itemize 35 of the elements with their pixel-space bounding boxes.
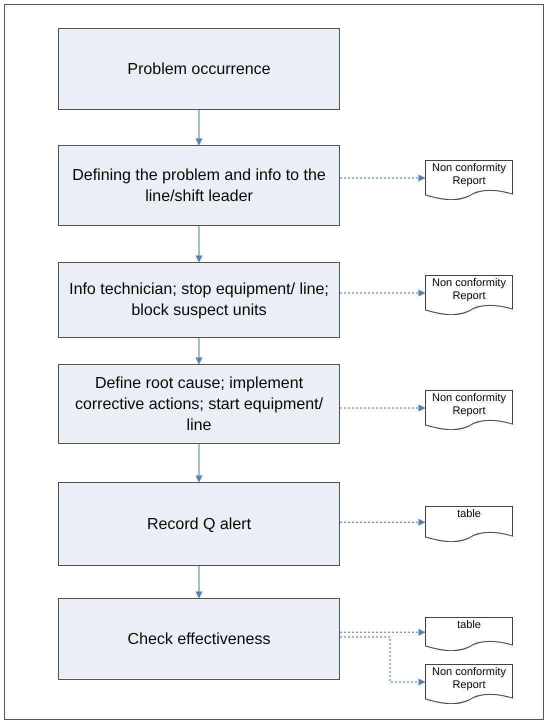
- arrow: [196, 566, 202, 598]
- document-shape: [425, 390, 513, 430]
- step-label: Problem occurrence: [127, 60, 271, 80]
- process-box: [58, 28, 340, 110]
- arrow: [340, 518, 426, 526]
- step-label: Check effectiveness: [128, 630, 270, 650]
- arrow: [340, 628, 426, 636]
- arrow: [340, 174, 426, 182]
- step-label: Record Q alert: [146, 514, 252, 534]
- arrow: [340, 404, 426, 412]
- arrow: [196, 338, 202, 364]
- step-label: Defining the problem and info to the line/shift leader: [71, 166, 327, 206]
- step-label: Define root cause; implement corrective actions; start equipment/ line: [74, 374, 324, 436]
- document-shape: [425, 506, 513, 542]
- arrow: [340, 636, 426, 686]
- arrow: [196, 226, 202, 262]
- arrow: [196, 444, 202, 482]
- document-shape: [425, 160, 513, 200]
- step-label: Info technician; stop equipment/ line; block suspect units: [68, 280, 330, 321]
- document-label: Non conformity Report: [431, 162, 507, 188]
- process-box: [58, 364, 340, 444]
- document-label: table: [457, 619, 481, 632]
- document-label: Non conformity Report: [431, 277, 507, 303]
- document-shape: [425, 617, 513, 651]
- arrow: [340, 290, 426, 296]
- process-box: [58, 598, 340, 680]
- document-label: Non conformity Report: [431, 666, 507, 692]
- document-label: Non conformity Report: [431, 392, 507, 418]
- document-label: table: [457, 508, 481, 521]
- arrow: [196, 110, 202, 146]
- document-shape: [425, 275, 513, 315]
- document-shape: [425, 664, 513, 704]
- process-box: [58, 262, 340, 338]
- process-box: [58, 145, 340, 226]
- process-box: [58, 482, 340, 566]
